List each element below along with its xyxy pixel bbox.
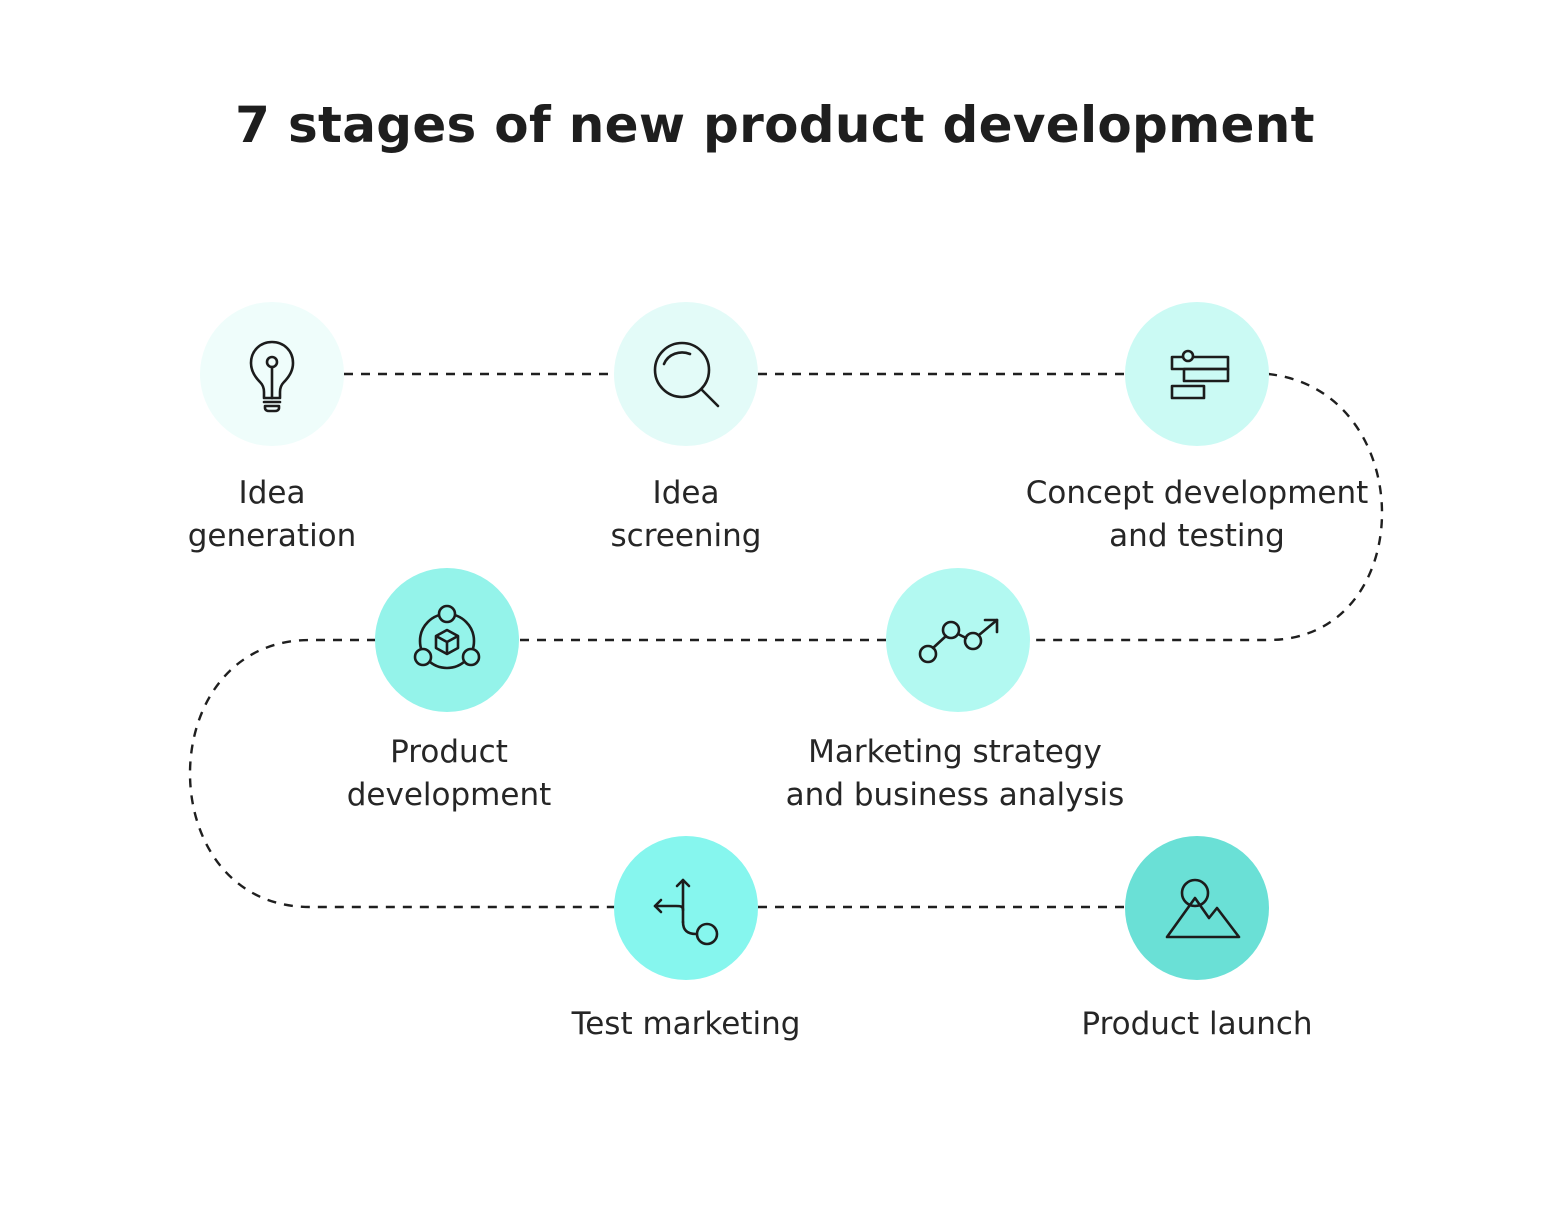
stage-circle [200, 302, 344, 446]
dashed-connector [188, 372, 1384, 909]
stage-circle [1125, 302, 1269, 446]
stage-label-line1: Product launch [1081, 1006, 1313, 1042]
stage-circle [375, 568, 519, 712]
stage-label-line1: Idea [238, 475, 306, 511]
stage-label-line2: and testing [1109, 518, 1285, 554]
stage-label-line1: Test marketing [571, 1006, 801, 1042]
stage-label-line2: generation [187, 518, 357, 554]
stage-label-line1: Product [390, 734, 508, 770]
stage-label-line1: Concept development [1025, 475, 1369, 511]
stage-label: Marketing strategy and business analysis [735, 731, 1175, 817]
split-arrow-icon [653, 878, 719, 946]
stage-label-line1: Marketing strategy [808, 734, 1102, 770]
stage-label: Test marketing [466, 1003, 906, 1046]
stage-circle [614, 302, 758, 446]
stage-label: Idea screening [466, 472, 906, 558]
stage-circle [614, 836, 758, 980]
stage-label-line2: and business analysis [785, 777, 1125, 813]
stage-label-line2: development [346, 777, 552, 813]
lightbulb-icon [249, 340, 295, 413]
stage-label-line2: screening [610, 518, 762, 554]
stage-label: Product launch [977, 1003, 1417, 1046]
stage-circle [1125, 836, 1269, 980]
stage-label: Product development [229, 731, 669, 817]
stage-label: Concept development and testing [977, 472, 1417, 558]
stage-circle [886, 568, 1030, 712]
stage-label: Idea generation [52, 472, 492, 558]
trend-arrow-icon [918, 618, 999, 664]
mountain-sun-icon [1165, 878, 1241, 939]
gantt-icon [1170, 349, 1230, 400]
stage-label-line1: Idea [652, 475, 720, 511]
cube-network-icon [413, 604, 481, 670]
magnifier-icon [653, 341, 720, 408]
title: 7 stages of new product development [235, 96, 1315, 154]
